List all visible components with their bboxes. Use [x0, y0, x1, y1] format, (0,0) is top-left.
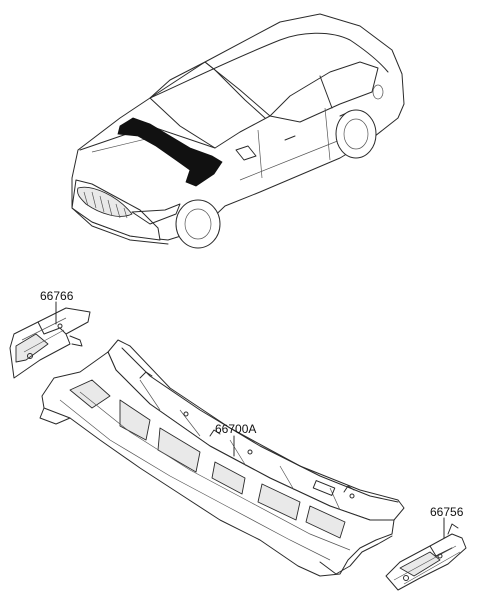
left-bracket-part: [9, 307, 91, 379]
part-number-label-right-bracket: 66756: [430, 505, 464, 519]
right-bracket-part: [385, 523, 467, 591]
cowl-panel-part: [39, 339, 405, 577]
part-number-label-cowl-panel: 66700A: [215, 422, 257, 436]
part-number-label-left-bracket: 66766: [40, 289, 74, 303]
leader-lines: [55, 301, 445, 539]
vehicle-illustration: [71, 13, 405, 249]
